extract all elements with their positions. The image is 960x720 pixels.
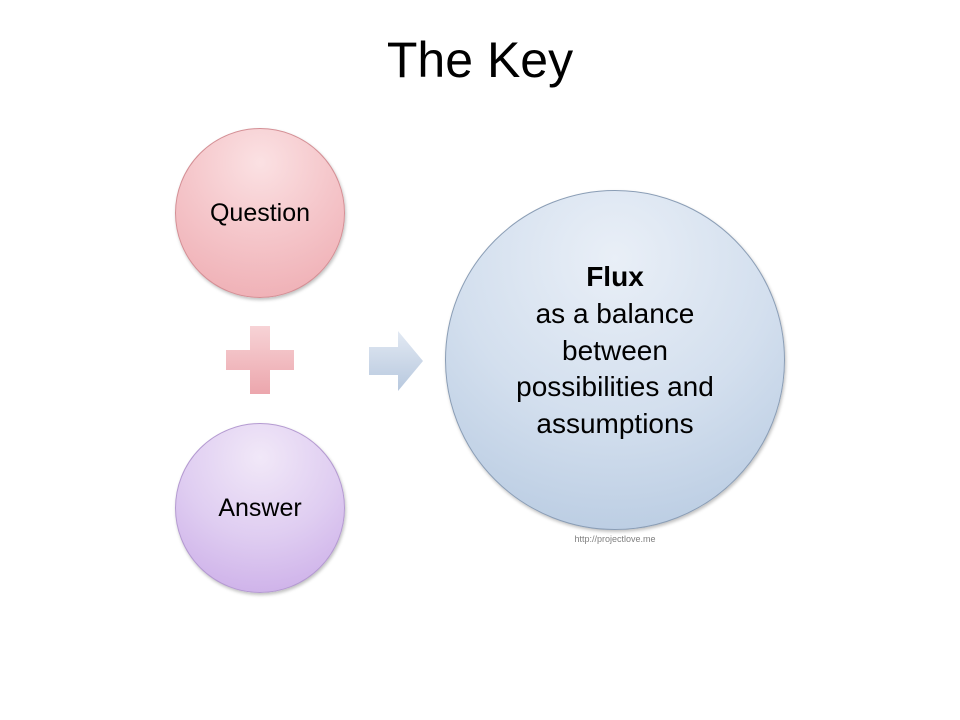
flux-line: assumptions — [536, 408, 694, 440]
question-label: Question — [209, 198, 311, 227]
slide-title: The Key — [386, 32, 574, 88]
flux-line: as a balance — [535, 297, 695, 329]
flux-line: between — [562, 334, 668, 366]
flux-heading: Flux — [586, 260, 644, 292]
source-url: http://projectlove.me — [574, 534, 656, 544]
flux-text: Flux as a balance between possibilities … — [516, 259, 714, 444]
flux-circle: Flux as a balance between possibilities … — [445, 190, 785, 530]
question-circle: Question — [175, 128, 345, 298]
flux-line: possibilities and — [516, 371, 714, 403]
answer-circle: Answer — [175, 423, 345, 593]
answer-label: Answer — [218, 493, 302, 522]
arrow-right-icon — [369, 331, 423, 391]
plus-icon — [226, 326, 294, 394]
